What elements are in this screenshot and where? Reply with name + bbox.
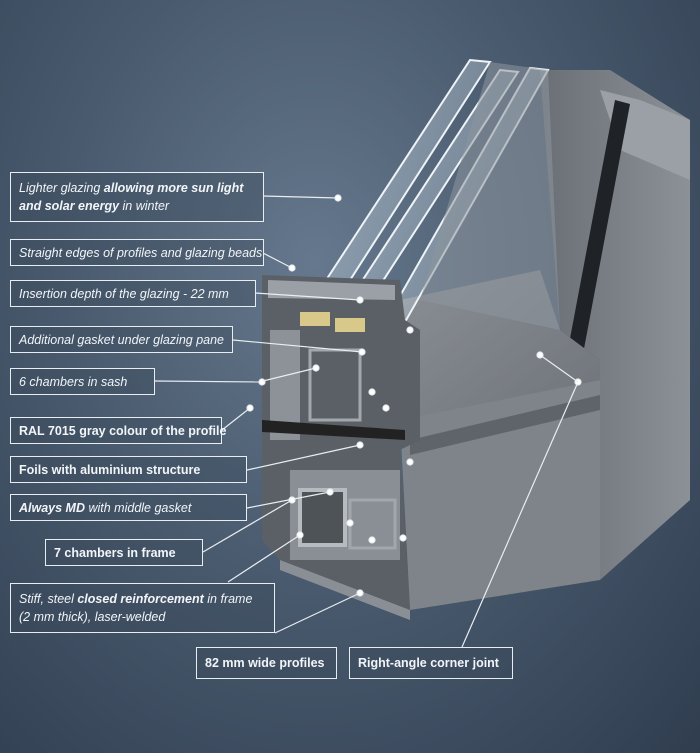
callout-ral-colour: RAL 7015 gray colour of the profile [10,417,226,444]
callout-chambers-sash: 6 chambers in sash [10,368,155,395]
profile-cross-section [262,275,420,620]
callout-additional-gasket: Additional gasket under glazing pane [10,326,233,353]
leader-lines [154,194,582,648]
callout-reinforcement: Stiff, steel closed reinforcement in fra… [10,583,275,633]
frame-vertical-member [540,70,690,580]
callout-chambers-frame: 7 chambers in frame [45,539,203,566]
callout-insertion-depth: Insertion depth of the glazing - 22 mm [10,280,256,307]
callout-always-md: Always MD with middle gasket [10,494,247,521]
callout-lighter-glazing: Lighter glazing allowing more sun light … [10,172,264,222]
callout-foils: Foils with aluminium structure [10,456,247,483]
callout-profile-width: 82 mm wide profiles [196,647,337,679]
callout-straight-edges: Straight edges of profiles and glazing b… [10,239,264,266]
callout-corner-joint: Right-angle corner joint [349,647,513,679]
